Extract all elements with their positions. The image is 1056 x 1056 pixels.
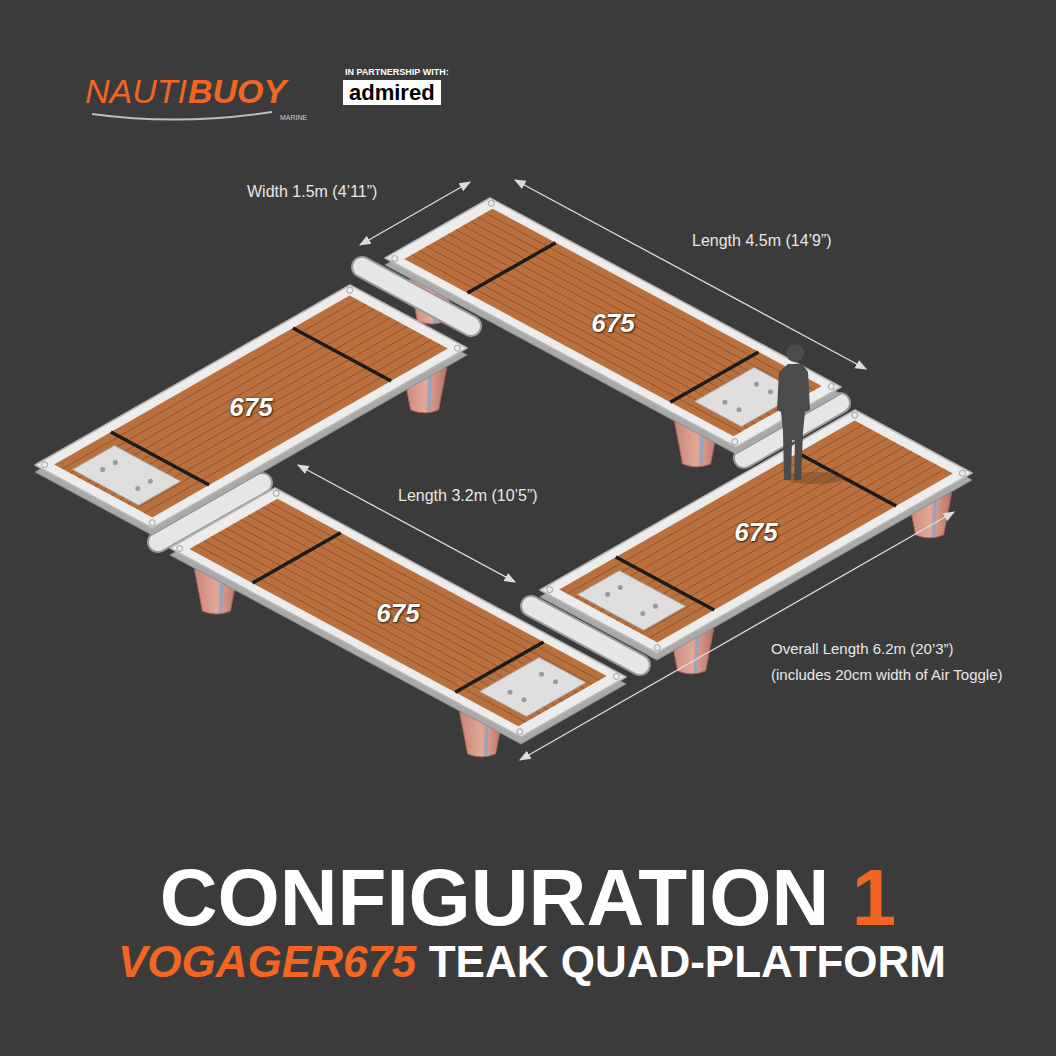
plate-bolt (737, 407, 742, 412)
plate-bolt (113, 460, 118, 465)
platform-model-number: 675 (229, 394, 272, 420)
teak-deck (559, 421, 953, 643)
label-holder: Overall Length 6.2m (20’3”) (771, 640, 954, 658)
person-shadow (785, 472, 845, 484)
corner-fitting (149, 520, 155, 526)
teak-seam (412, 255, 741, 432)
label-holder: (includes 20cm width of Air Toggle) (771, 666, 1003, 684)
corner-fitting (273, 490, 279, 496)
label-holder: NAUTI (85, 72, 187, 111)
mounting-plate (577, 571, 685, 631)
teak-deck (189, 499, 606, 727)
plate-bolt (605, 592, 610, 597)
corner-fitting (852, 412, 858, 418)
corner-fitting (828, 383, 834, 389)
teak-seam (136, 340, 431, 509)
teak-seam (62, 300, 357, 469)
corner-fitting (392, 256, 398, 262)
plate-bolt (618, 585, 623, 590)
plate-bolt (507, 690, 512, 695)
logo-subtitle: MARINE (280, 114, 307, 122)
corner-fitting (959, 470, 965, 476)
label-holder: Length 3.2m (10’5”) (398, 487, 538, 505)
platform-model-number: 675 (591, 310, 634, 336)
mounting-plate (480, 657, 586, 716)
label-holder: Width 1.5m (4’11”) (247, 183, 377, 201)
deck-joint (253, 533, 341, 583)
corner-fitting (654, 645, 660, 651)
platform-deck-frame (540, 410, 972, 653)
plate-bolt (553, 679, 558, 684)
corner-fitting (732, 439, 738, 445)
plate-bolt (768, 389, 773, 394)
label-holder: IN PARTNERSHIP WITH: (345, 61, 449, 79)
corner-fitting (347, 287, 353, 293)
corner-fitting (454, 345, 460, 351)
deck-joint (293, 328, 391, 381)
platform: 675 (166, 484, 630, 741)
teak-seam (567, 425, 862, 594)
label-holder: 1 (852, 852, 897, 944)
corner-fitting (613, 673, 619, 679)
teak-seam (649, 469, 944, 638)
product-name: VOGAGER675 (118, 937, 416, 988)
plate-bolt (100, 467, 105, 472)
corner-fitting (517, 729, 523, 735)
person-body (777, 364, 810, 480)
teak-seam (641, 465, 936, 634)
dimension-arrow (298, 465, 515, 582)
partner-logo: admired (343, 80, 441, 105)
logo-swoosh (92, 112, 272, 120)
person-head (786, 344, 804, 362)
dimension-arrow (515, 180, 866, 369)
plate-bolt (640, 611, 645, 616)
logo-word: BUOY (188, 72, 286, 111)
label-holder: VOGAGER675 (118, 937, 416, 988)
corner-fitting (177, 546, 183, 552)
dimension-arrow (520, 512, 954, 760)
plate-bolt (754, 382, 759, 387)
label-holder: CONFIGURATION (160, 852, 830, 944)
corner-fitting (488, 200, 494, 206)
label-holder: admired (343, 80, 441, 105)
label-holder: TEAK QUAD-PLATFORM (429, 937, 946, 988)
product-description: TEAK QUAD-PLATFORM (429, 937, 946, 988)
platform-deck-frame (385, 198, 841, 447)
platform-deck-frame (170, 488, 626, 737)
plate-bolt (135, 486, 140, 491)
mounting-plate (695, 367, 801, 426)
deck-joint (798, 453, 896, 506)
deck-joint (468, 243, 556, 293)
teak-deck (54, 296, 448, 518)
dimension-label: Overall Length 6.2m (20’3”) (771, 640, 954, 657)
teak-seam (270, 503, 599, 680)
title-number: 1 (852, 852, 897, 944)
dimension-note: (includes 20cm width of Air Toggle) (771, 666, 1003, 683)
plate-bolt (653, 604, 658, 609)
platform: 675 (536, 406, 976, 657)
plate-bolt (148, 479, 153, 484)
plate-bolt (539, 672, 544, 677)
teak-seam (197, 545, 526, 722)
platform-model-number: 675 (734, 519, 777, 545)
plate-bolt (722, 400, 727, 405)
dimension-label: Length 4.5m (14’9”) (692, 232, 832, 250)
teak-seam (263, 507, 592, 684)
label-holder: Length 4.5m (14’9”) (692, 232, 832, 250)
platform-model-number: 675 (376, 600, 419, 626)
title-word: CONFIGURATION (160, 852, 830, 944)
mounting-plate (72, 446, 180, 506)
teak-seam (144, 344, 439, 513)
dimension-label: Width 1.5m (4’11”) (247, 183, 377, 201)
dimension-label: Length 3.2m (10’5”) (398, 487, 538, 505)
corner-fitting (42, 462, 48, 468)
label-holder: BUOY (188, 72, 286, 111)
plate-bolt (522, 697, 527, 702)
logo-word: NAUTI (85, 72, 187, 111)
partner-note: IN PARTNERSHIP WITH: (345, 67, 449, 77)
corner-fitting (547, 587, 553, 593)
